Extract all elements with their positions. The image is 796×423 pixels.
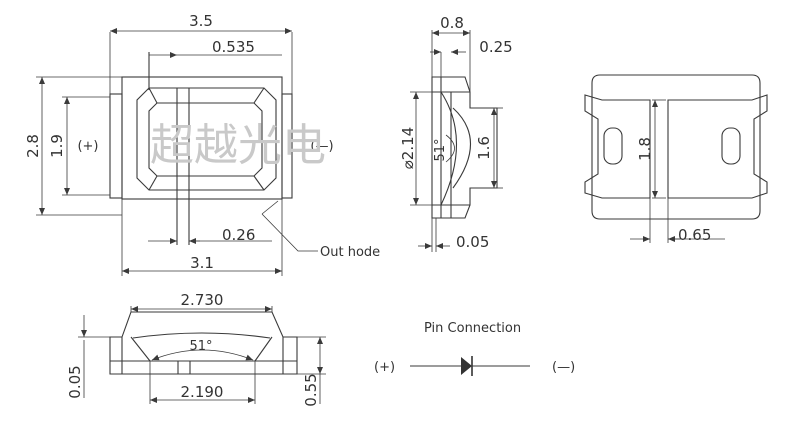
- dim-2-8: 2.8: [24, 134, 42, 158]
- dim-1-6: 1.6: [475, 136, 493, 160]
- dim-diameter-2-14: ⌀2.14: [399, 127, 417, 169]
- dim-1-9: 1.9: [48, 134, 66, 158]
- dim-2-730: 2.730: [181, 291, 224, 309]
- right-tab: [281, 93, 293, 199]
- dim-2-190: 2.190: [181, 383, 224, 401]
- dim-0-26: 0.26: [222, 226, 255, 244]
- front-angle-51: 51°: [189, 339, 212, 354]
- left-tab: [109, 93, 123, 199]
- bottom-view-body: [591, 74, 761, 220]
- side-angle-51: 51°: [433, 138, 448, 161]
- dim-0-8: 0.8: [440, 14, 464, 32]
- dim-0-25: 0.25: [479, 38, 512, 56]
- watermark: 超越光电: [150, 120, 326, 171]
- bottom-pad-left: [584, 94, 651, 199]
- plus-label: (+): [77, 139, 98, 154]
- dim-1-8: 1.8: [636, 137, 654, 161]
- dim-3-1: 3.1: [190, 254, 214, 272]
- top-view: 3.5 0.535 2.8 1.9 (+) (—) 0.26 3.1 Out h…: [24, 12, 380, 276]
- diode-symbol: [461, 357, 472, 375]
- dim-front-0-05: 0.05: [66, 365, 84, 398]
- pin-minus-label: (—): [552, 360, 575, 375]
- dim-side-0-05: 0.05: [456, 233, 489, 251]
- dim-0-65: 0.65: [678, 226, 711, 244]
- slot-right: [721, 127, 741, 165]
- callout-out-hode: Out hode: [320, 245, 380, 260]
- bottom-view: 1.8 0.65: [584, 74, 768, 244]
- slot-left: [603, 127, 623, 165]
- dim-3-5: 3.5: [189, 12, 213, 30]
- bottom-pad-right: [667, 94, 768, 199]
- dim-0-535: 0.535: [212, 38, 255, 56]
- side-view: 0.8 0.25 ⌀2.14 51° 1.6 0.05: [399, 14, 513, 252]
- minus-label: (—): [310, 139, 333, 154]
- pin-connection-title: Pin Connection: [424, 321, 521, 336]
- pin-connection: Pin Connection (+) (—): [374, 321, 575, 376]
- pin-plus-label: (+): [374, 360, 395, 375]
- dim-0-55: 0.55: [302, 373, 320, 406]
- front-view: 2.730 51° 2.190 0.05 0.55: [66, 291, 326, 407]
